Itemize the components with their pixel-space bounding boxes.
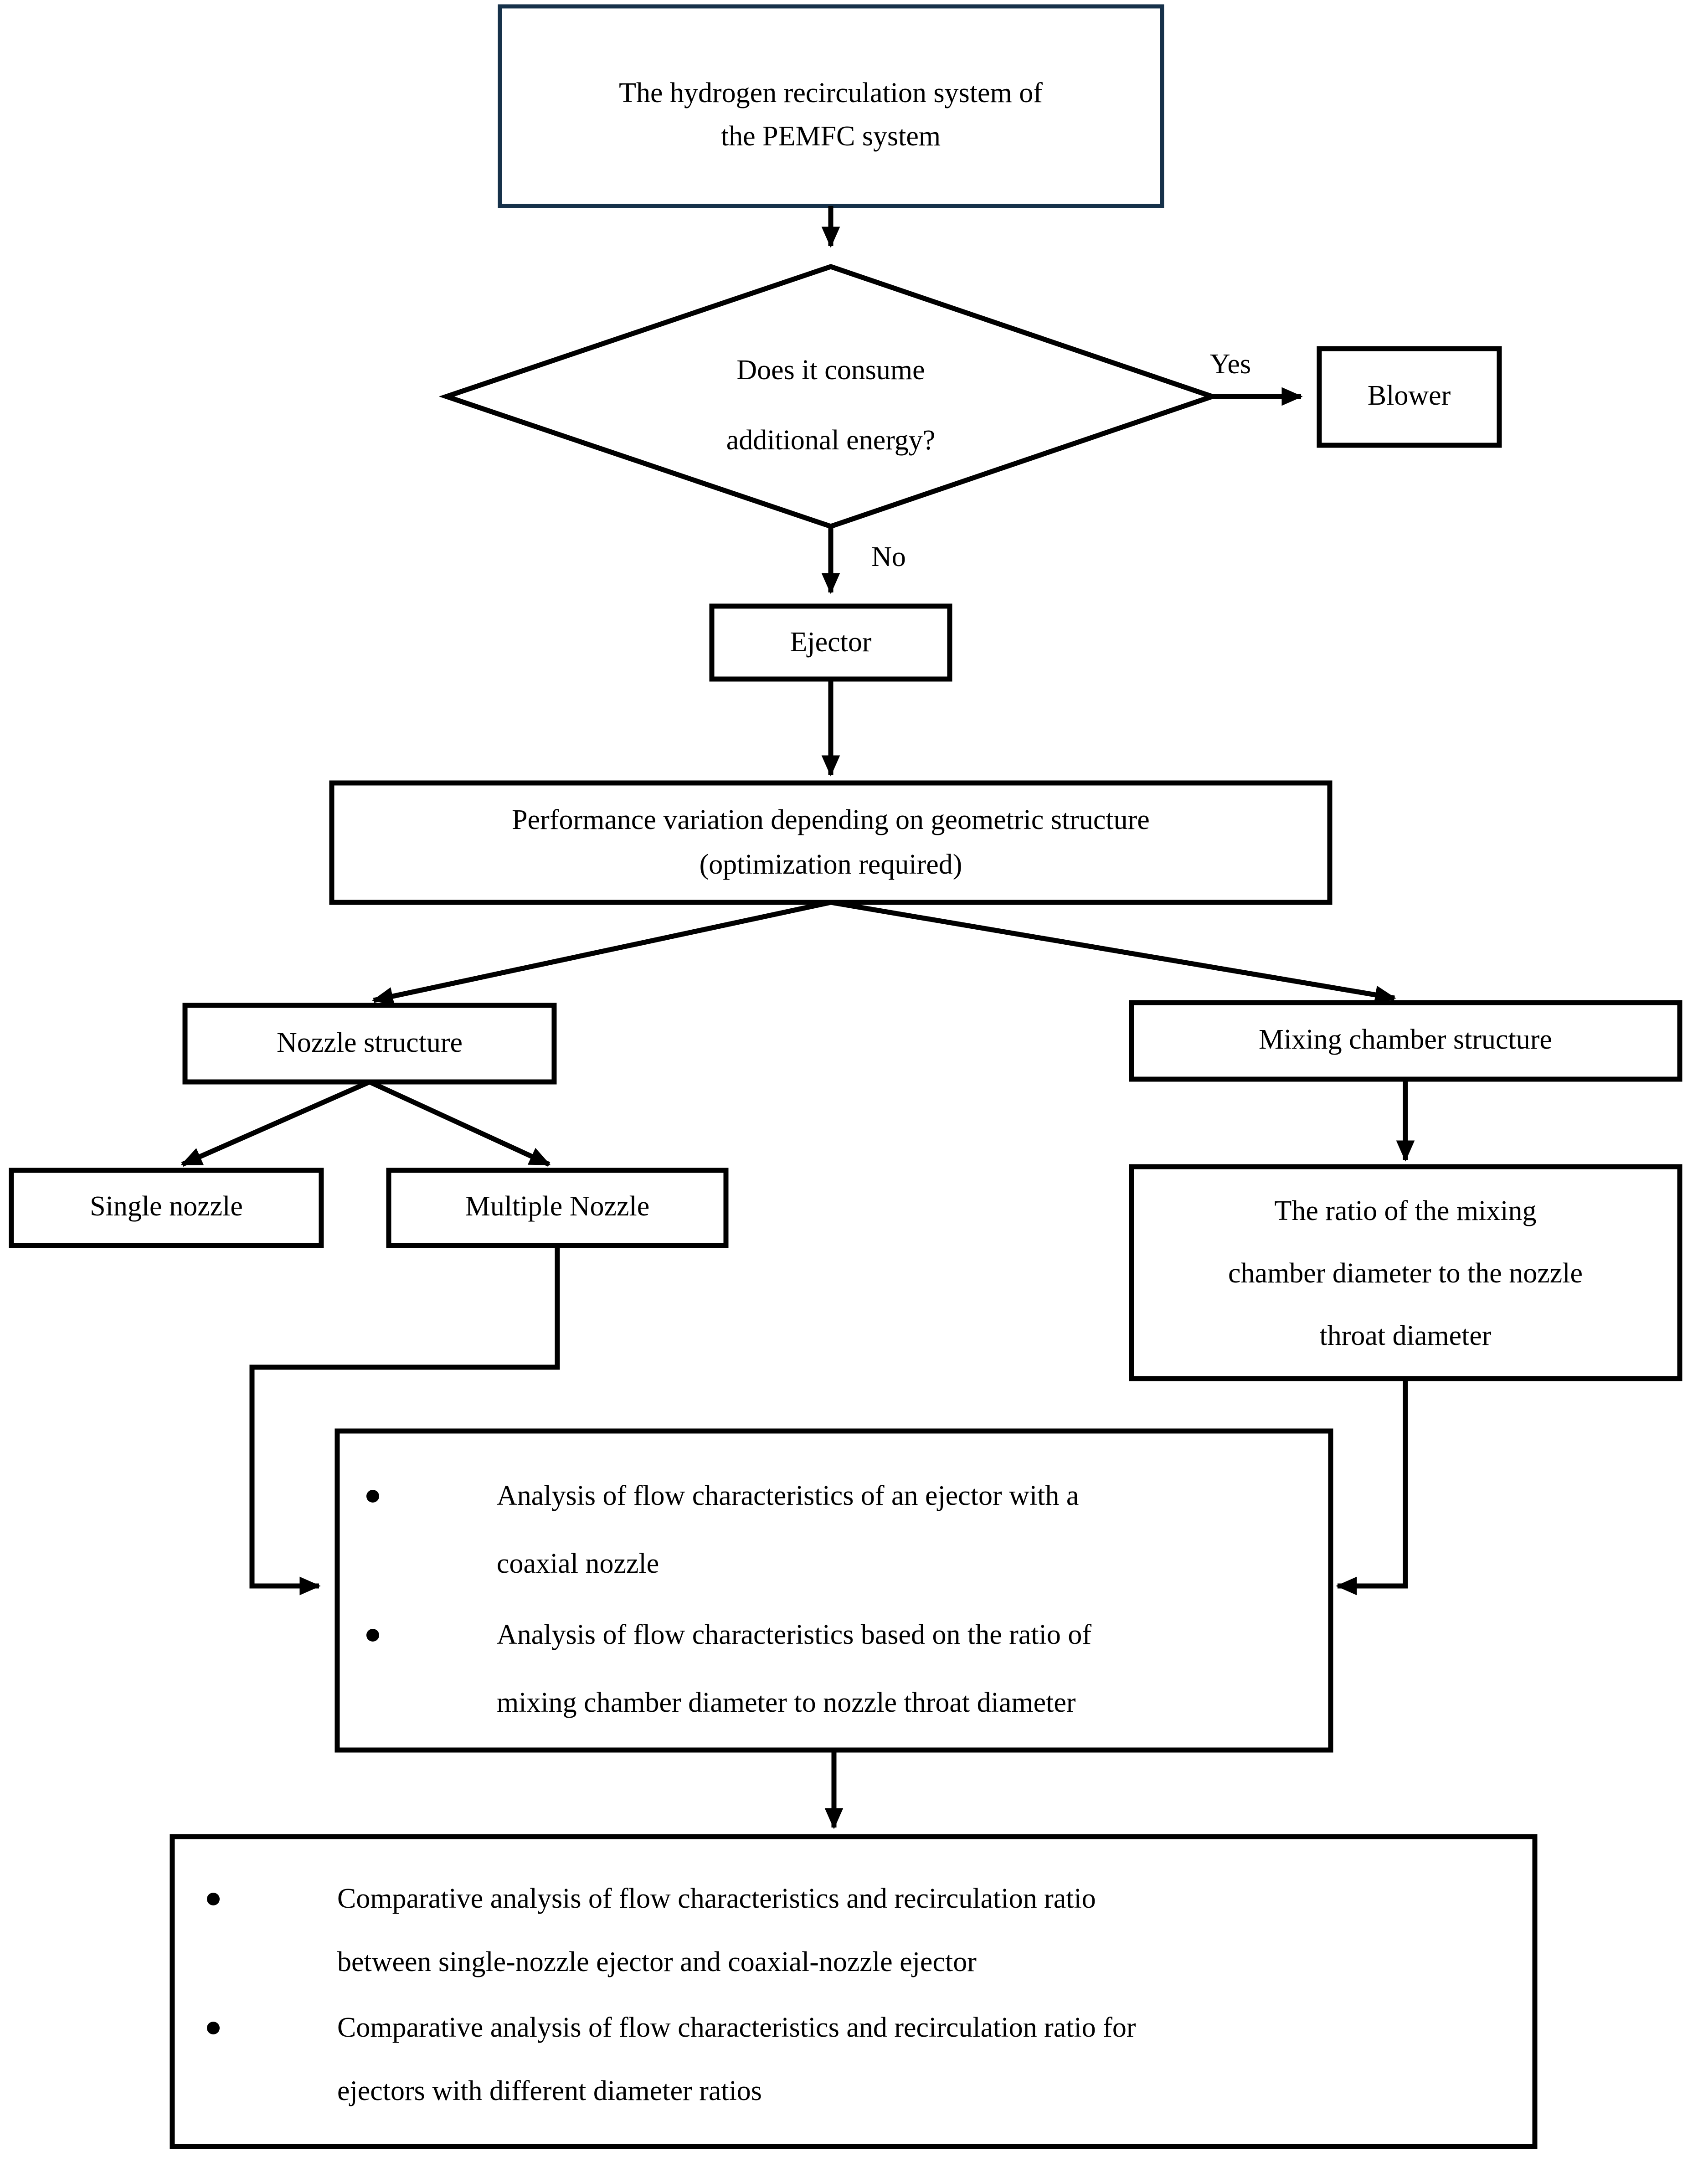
edge-decision-to-ejector: No — [821, 526, 906, 594]
edge-performance-mixing-line — [830, 900, 1396, 1004]
edge-multiple-analysis-path — [249, 1246, 560, 1596]
mixing-chamber-structure-label: Mixing chamber structure — [1259, 1024, 1552, 1055]
mixing-chamber-structure-box-outline — [1129, 1000, 1682, 1082]
comparison-bullet-1-line2: between single-nozzle ejector and coaxia… — [337, 1946, 977, 1977]
comparison-bullet-2-line2: ejectors with different diameter ratios — [337, 2075, 762, 2106]
analysis-bullet-2-line1: Analysis of flow characteristics based o… — [497, 1619, 1091, 1650]
nozzle-structure-label: Nozzle structure — [277, 1027, 463, 1058]
edge-nozzle-to-multiple — [368, 1080, 551, 1167]
node-ratio-box[interactable]: The ratio of the mixing chamber diameter… — [1129, 1164, 1682, 1381]
decision-label-line1: Does it consume — [736, 355, 925, 386]
analysis-bullet-2-line2: mixing chamber diameter to nozzle throat… — [497, 1687, 1076, 1718]
edge-decision-to-blower: Yes — [1210, 349, 1303, 406]
edge-label-yes: Yes — [1210, 349, 1251, 380]
edge-performance-nozzle-line — [372, 900, 832, 1005]
comparison-bullet-2-line1: Comparative analysis of flow characteris… — [337, 2012, 1136, 2043]
performance-box-outline — [329, 780, 1332, 905]
node-decision[interactable]: Does it consume additional energy? — [438, 264, 1220, 529]
comparison-bullet-dot-2 — [207, 2022, 220, 2034]
analysis-bullet-1-line2: coaxial nozzle — [497, 1548, 659, 1579]
comparison-bullet-dot-1 — [207, 1893, 220, 1905]
blower-label: Blower — [1368, 380, 1451, 411]
edge-label-no: No — [871, 541, 906, 572]
ejector-box-outline — [709, 603, 952, 682]
edge-performance-to-mixing — [830, 900, 1396, 1004]
edge-nozzle-to-single — [180, 1079, 371, 1167]
node-mixing-chamber-structure[interactable]: Mixing chamber structure — [1129, 1000, 1682, 1082]
node-blower[interactable]: Blower — [1317, 346, 1502, 448]
node-multiple-nozzle[interactable]: Multiple Nozzle — [386, 1168, 729, 1248]
ratio-box-line2: chamber diameter to the nozzle — [1228, 1258, 1583, 1289]
node-performance[interactable]: Performance variation depending on geome… — [329, 780, 1332, 905]
node-root[interactable]: The hydrogen recirculation system of the… — [498, 4, 1164, 208]
ratio-box-line3: throat diameter — [1320, 1320, 1492, 1351]
edge-ratio-analysis-path — [1336, 1379, 1408, 1596]
blower-box-outline — [1317, 346, 1502, 448]
ratio-box-outline — [1129, 1164, 1682, 1381]
analysis-bullet-dot-2 — [366, 1629, 379, 1642]
single-nozzle-box-outline — [9, 1168, 324, 1248]
node-analysis-box[interactable]: Analysis of flow characteristics of an e… — [334, 1428, 1333, 1753]
multiple-nozzle-box-outline — [386, 1168, 729, 1248]
analysis-bullet-dot-1 — [366, 1490, 379, 1503]
root-box-outline — [498, 4, 1164, 208]
multiple-nozzle-label: Multiple Nozzle — [465, 1191, 650, 1222]
root-label-line2: the PEMFC system — [721, 121, 941, 152]
edge-ratio-to-analysis — [1336, 1379, 1408, 1596]
ejector-label: Ejector — [790, 627, 871, 658]
decision-label-line2: additional energy? — [726, 425, 936, 456]
comparison-box-outline — [170, 1834, 1538, 2149]
node-single-nozzle[interactable]: Single nozzle — [9, 1168, 324, 1248]
analysis-bullet-1-line1: Analysis of flow characteristics of an e… — [497, 1480, 1079, 1511]
decision-diamond-outline — [438, 264, 1220, 529]
edge-performance-to-nozzle — [372, 900, 832, 1005]
edge-nozzle-single-line — [180, 1079, 371, 1167]
performance-label-line2: (optimization required) — [700, 849, 962, 880]
edge-nozzle-multiple-line — [368, 1080, 551, 1167]
node-comparison-box[interactable]: Comparative analysis of flow characteris… — [170, 1834, 1538, 2149]
single-nozzle-label: Single nozzle — [90, 1191, 243, 1222]
ratio-box-line1: The ratio of the mixing — [1274, 1195, 1536, 1226]
edge-multiple-to-analysis — [249, 1246, 560, 1596]
node-nozzle-structure[interactable]: Nozzle structure — [182, 1003, 557, 1085]
comparison-bullet-1-line1: Comparative analysis of flow characteris… — [337, 1883, 1096, 1914]
performance-label-line1: Performance variation depending on geome… — [512, 804, 1150, 835]
node-ejector[interactable]: Ejector — [709, 603, 952, 682]
root-label-line1: The hydrogen recirculation system of — [619, 77, 1043, 108]
